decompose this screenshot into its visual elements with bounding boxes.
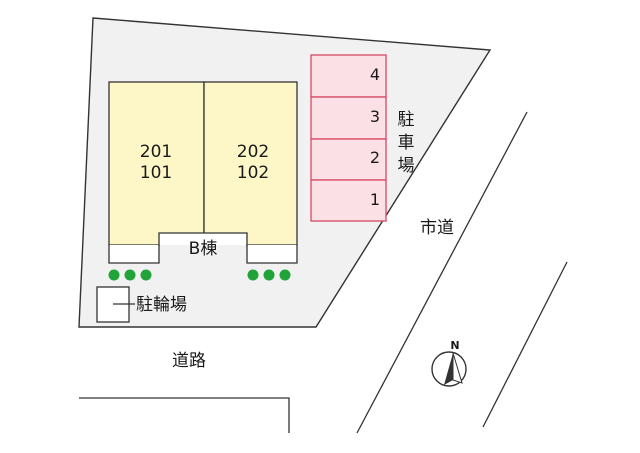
parking-slot-2-label: 2 [370, 148, 380, 167]
tree [247, 269, 259, 281]
tree [108, 269, 120, 281]
road-label: 道路 [172, 351, 206, 371]
unit-101-label: 101 [140, 163, 172, 183]
notch-fill [160, 245, 246, 262]
building-name-label: B棟 [189, 239, 218, 259]
tree [263, 269, 275, 281]
parking-slot-1 [310, 179, 387, 222]
building-notch [108, 232, 298, 264]
parking-label-char-1: 駐 [398, 110, 415, 130]
parking-slot-4-label: 4 [370, 65, 380, 84]
parking-slot-1-label: 1 [370, 190, 380, 209]
tree [140, 269, 152, 281]
trees-left [108, 269, 152, 281]
city-road-edge-left [356, 111, 528, 434]
parking-label-char-3: 場 [398, 156, 415, 176]
unit-202-102 [203, 81, 298, 246]
parking-slot-4 [310, 54, 387, 98]
parking-slot-3-label: 3 [370, 107, 380, 126]
unit-201-101 [108, 81, 205, 246]
road-edge-bottom [79, 397, 290, 433]
city-road-edge-right [482, 261, 568, 428]
unit-201-label: 201 [140, 142, 172, 162]
unit-202-label: 202 [237, 142, 269, 162]
tree [279, 269, 291, 281]
bicycle-parking-label: 駐輪場 [136, 295, 187, 315]
trees-right [247, 269, 291, 281]
compass-north-icon: N [431, 339, 467, 387]
tree [124, 269, 136, 281]
compass-n-label: N [450, 339, 459, 352]
building-b: 201 101 202 102 B棟 [108, 81, 298, 264]
parking-slot-2 [310, 138, 387, 181]
city-road-label: 市道 [420, 218, 454, 238]
parking-label-char-2: 車 [398, 133, 415, 153]
unit-102-label: 102 [237, 163, 269, 183]
parking-area: 4 3 2 1 駐 車 場 [310, 54, 415, 222]
